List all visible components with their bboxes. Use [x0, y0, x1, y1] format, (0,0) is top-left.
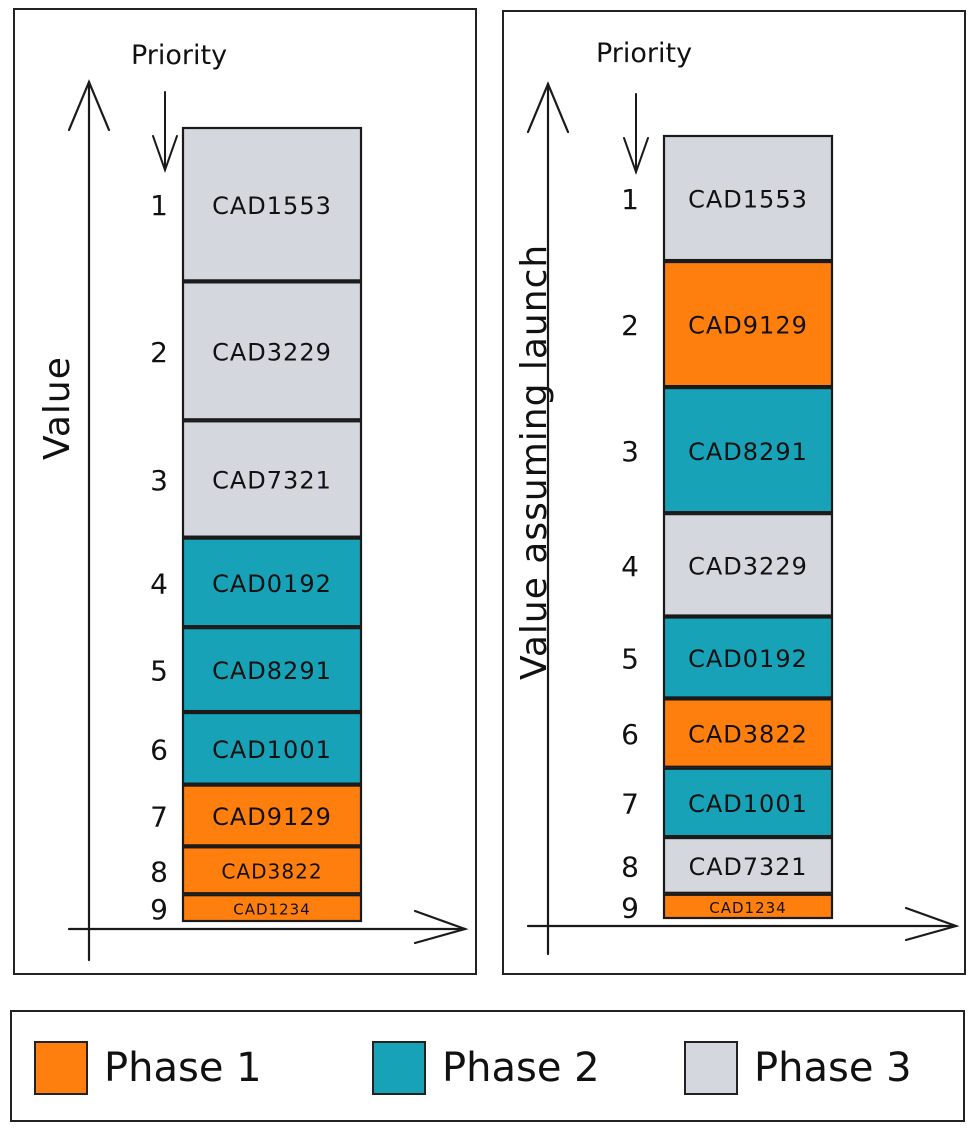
block-rect — [662, 260, 834, 388]
block-rect — [181, 711, 363, 785]
block-rect — [662, 767, 834, 838]
stack-block: CAD1553 1 — [150, 126, 363, 282]
priority-rank: 4 — [150, 567, 168, 600]
priority-rank: 4 — [621, 550, 639, 583]
stack-block: CAD3822 6 — [621, 698, 834, 768]
block-rect — [181, 420, 363, 538]
block-rect — [662, 836, 834, 894]
block-rect — [181, 846, 363, 895]
x-axis-arrow — [526, 906, 960, 942]
block-label: CAD9129 — [212, 803, 332, 831]
stack-block: CAD1234 9 — [621, 891, 834, 924]
stack-block: CAD8291 3 — [621, 386, 834, 514]
stack-block: CAD0192 5 — [621, 616, 834, 699]
legend-item-phase-3: Phase 3 — [684, 1038, 912, 1098]
priority-rank: 9 — [621, 891, 639, 924]
block-rect — [662, 698, 834, 768]
legend-label: Phase 3 — [754, 1045, 912, 1091]
block-rect — [181, 784, 363, 847]
block-rect — [181, 126, 363, 282]
block-label: CAD3822 — [221, 860, 322, 884]
priority-rank: 8 — [621, 850, 639, 883]
block-label: CAD1001 — [212, 736, 332, 764]
legend-label: Phase 1 — [104, 1045, 262, 1091]
stack-block: CAD3822 8 — [150, 846, 363, 895]
stack-block: CAD7321 8 — [621, 836, 834, 894]
y-axis-arrow — [67, 79, 111, 962]
block-label: CAD0192 — [688, 645, 808, 673]
legend-swatch-phase-1 — [34, 1041, 88, 1095]
block-label: CAD8291 — [212, 657, 332, 685]
stack-block: CAD9129 7 — [150, 784, 363, 847]
stack-block: CAD0192 4 — [150, 537, 363, 628]
block-rect — [662, 386, 834, 514]
priority-arrow — [623, 93, 649, 176]
stack-block: CAD3229 4 — [621, 513, 834, 617]
legend-swatch-phase-3 — [684, 1041, 738, 1095]
block-label: CAD1553 — [688, 186, 808, 214]
block-rect — [662, 513, 834, 617]
block-rect — [181, 281, 363, 421]
legend-item-phase-2: Phase 2 — [372, 1038, 600, 1098]
legend-swatch-phase-2 — [372, 1041, 426, 1095]
stack-block: CAD8291 5 — [150, 627, 363, 713]
block-label: CAD3229 — [688, 552, 808, 580]
priority-rank: 7 — [150, 800, 168, 833]
block-label: CAD8291 — [688, 438, 808, 466]
legend: Phase 1 Phase 2 Phase 3 — [10, 1010, 965, 1122]
x-axis-arrow — [67, 909, 469, 945]
priority-rank: 1 — [150, 189, 168, 222]
block-label: CAD7321 — [689, 853, 808, 881]
stack-block: CAD1001 6 — [150, 711, 363, 785]
priority-rank: 7 — [621, 787, 639, 820]
block-rect — [181, 537, 363, 628]
y-axis-arrow — [526, 81, 570, 956]
priority-rank: 3 — [621, 435, 639, 468]
block-rect — [662, 134, 834, 262]
priority-rank: 5 — [621, 642, 639, 675]
priority-rank: 8 — [150, 855, 168, 888]
block-label: CAD7321 — [212, 467, 332, 495]
block-label: CAD1234 — [709, 899, 786, 917]
block-rect — [181, 894, 363, 923]
block-label: CAD3822 — [688, 721, 808, 749]
block-rect — [662, 616, 834, 699]
priority-arrow — [152, 91, 178, 174]
priority-rank: 6 — [150, 733, 168, 766]
legend-item-phase-1: Phase 1 — [34, 1038, 262, 1098]
priority-rank: 6 — [621, 718, 639, 751]
stack-block: CAD1234 9 — [150, 893, 363, 926]
stack-block: CAD1553 1 — [621, 134, 834, 262]
stack-block: CAD1001 7 — [621, 767, 834, 838]
priority-rank: 2 — [621, 309, 639, 342]
block-label: CAD3229 — [212, 338, 332, 366]
block-label: CAD1001 — [688, 790, 808, 818]
priority-rank: 2 — [150, 336, 168, 369]
block-rect — [181, 627, 363, 713]
stack-block: CAD9129 2 — [621, 260, 834, 388]
stack-block: CAD7321 3 — [150, 420, 363, 538]
block-label: CAD9129 — [688, 312, 808, 340]
priority-axis-title: Priority — [596, 38, 693, 69]
block-rect — [662, 893, 834, 920]
block-label: CAD0192 — [212, 570, 332, 598]
priority-rank: 5 — [150, 655, 168, 688]
block-label: CAD1234 — [233, 901, 310, 919]
priority-rank: 1 — [621, 183, 639, 216]
priority-rank: 3 — [150, 464, 168, 497]
priority-rank: 9 — [150, 893, 168, 926]
legend-label: Phase 2 — [442, 1045, 600, 1091]
priority-axis-title: Priority — [131, 40, 228, 71]
stack-block: CAD3229 2 — [150, 281, 363, 421]
block-label: CAD1553 — [212, 192, 332, 220]
